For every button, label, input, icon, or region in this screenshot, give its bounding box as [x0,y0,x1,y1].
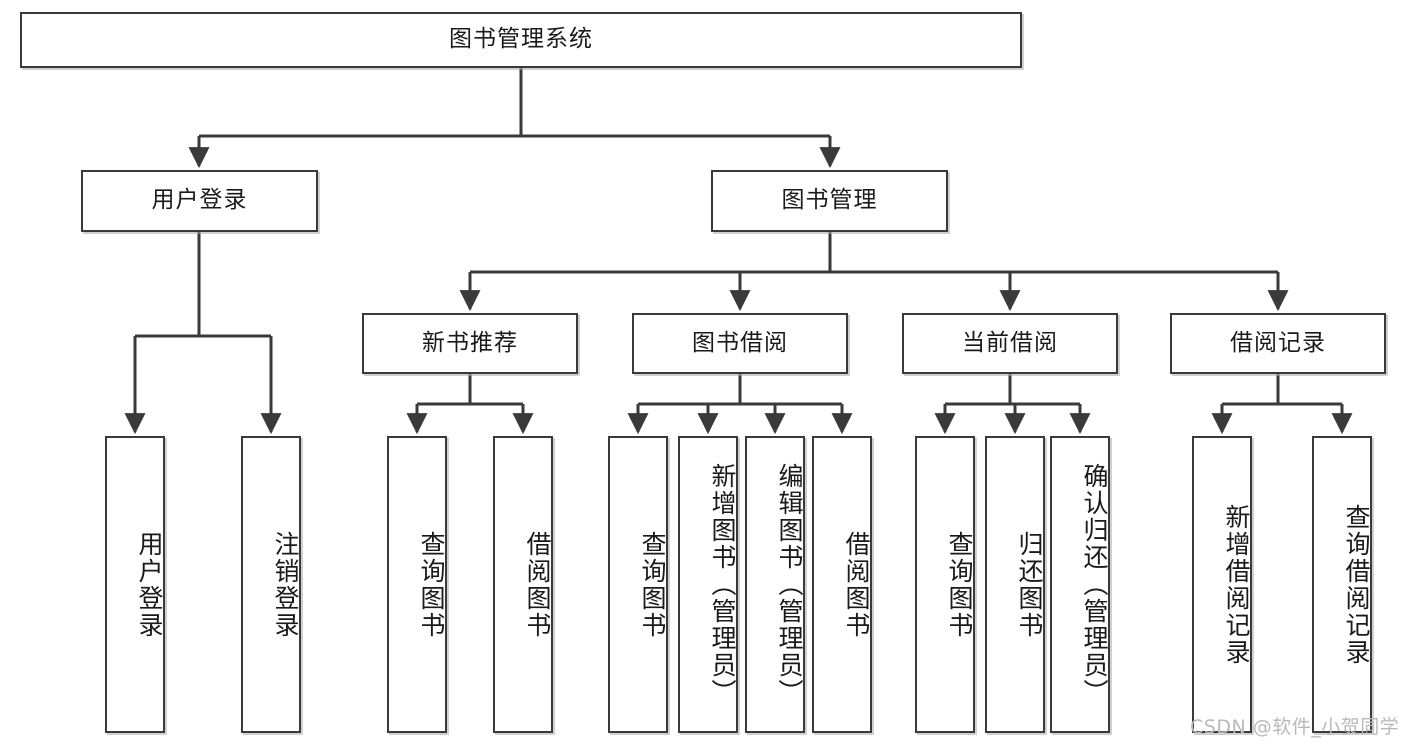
node-borrow-record[interactable]: 借阅记录 [1170,313,1386,374]
leaf-label: 用户登录 [135,530,164,639]
node-book-borrow[interactable]: 图书借阅 [632,313,848,374]
csdn-watermark: CSDN @软件_小贺同学 [1190,716,1400,738]
node-leaf-borrow-borrow-book[interactable]: 借阅图书 [812,436,872,733]
leaf-label: 查询图书 [638,530,667,639]
leaf-label: 查询借阅记录 [1342,503,1371,666]
node-leaf-borrow-query-book[interactable]: 查询图书 [608,436,668,733]
node-book-management[interactable]: 图书管理 [711,170,948,232]
leaf-label: 注销登录 [271,530,300,639]
leaf-label: 归还图书 [1015,530,1044,639]
leaf-label: 查询图书 [945,530,974,639]
node-leaf-newbook-borrow-book[interactable]: 借阅图书 [493,436,553,733]
leaf-label: 借阅图书 [523,530,552,639]
node-leaf-current-return-book[interactable]: 归还图书 [985,436,1045,733]
node-new-book-recommend[interactable]: 新书推荐 [362,313,578,374]
node-leaf-user-login-logout[interactable]: 注销登录 [241,436,301,733]
node-leaf-current-query-book[interactable]: 查询图书 [915,436,975,733]
node-leaf-record-add-record[interactable]: 新增借阅记录 [1192,436,1252,733]
leaf-label: 查询图书 [417,530,446,639]
leaf-label: 编辑图书（管理员） [775,463,804,706]
node-leaf-current-confirm-return-admin[interactable]: 确认归还（管理员） [1050,436,1110,733]
node-current-borrow[interactable]: 当前借阅 [902,313,1118,374]
node-leaf-record-query-record[interactable]: 查询借阅记录 [1312,436,1372,733]
node-user-login[interactable]: 用户登录 [81,170,318,232]
node-leaf-borrow-edit-book-admin[interactable]: 编辑图书（管理员） [745,436,805,733]
node-root-system[interactable]: 图书管理系统 [20,12,1022,68]
leaf-label: 新增图书（管理员） [708,463,737,706]
node-leaf-newbook-query-book[interactable]: 查询图书 [387,436,447,733]
leaf-label: 新增借阅记录 [1222,503,1251,666]
node-leaf-user-login-login[interactable]: 用户登录 [105,436,165,733]
leaf-label: 借阅图书 [842,530,871,639]
node-leaf-borrow-add-book-admin[interactable]: 新增图书（管理员） [678,436,738,733]
leaf-label: 确认归还（管理员） [1080,463,1109,706]
